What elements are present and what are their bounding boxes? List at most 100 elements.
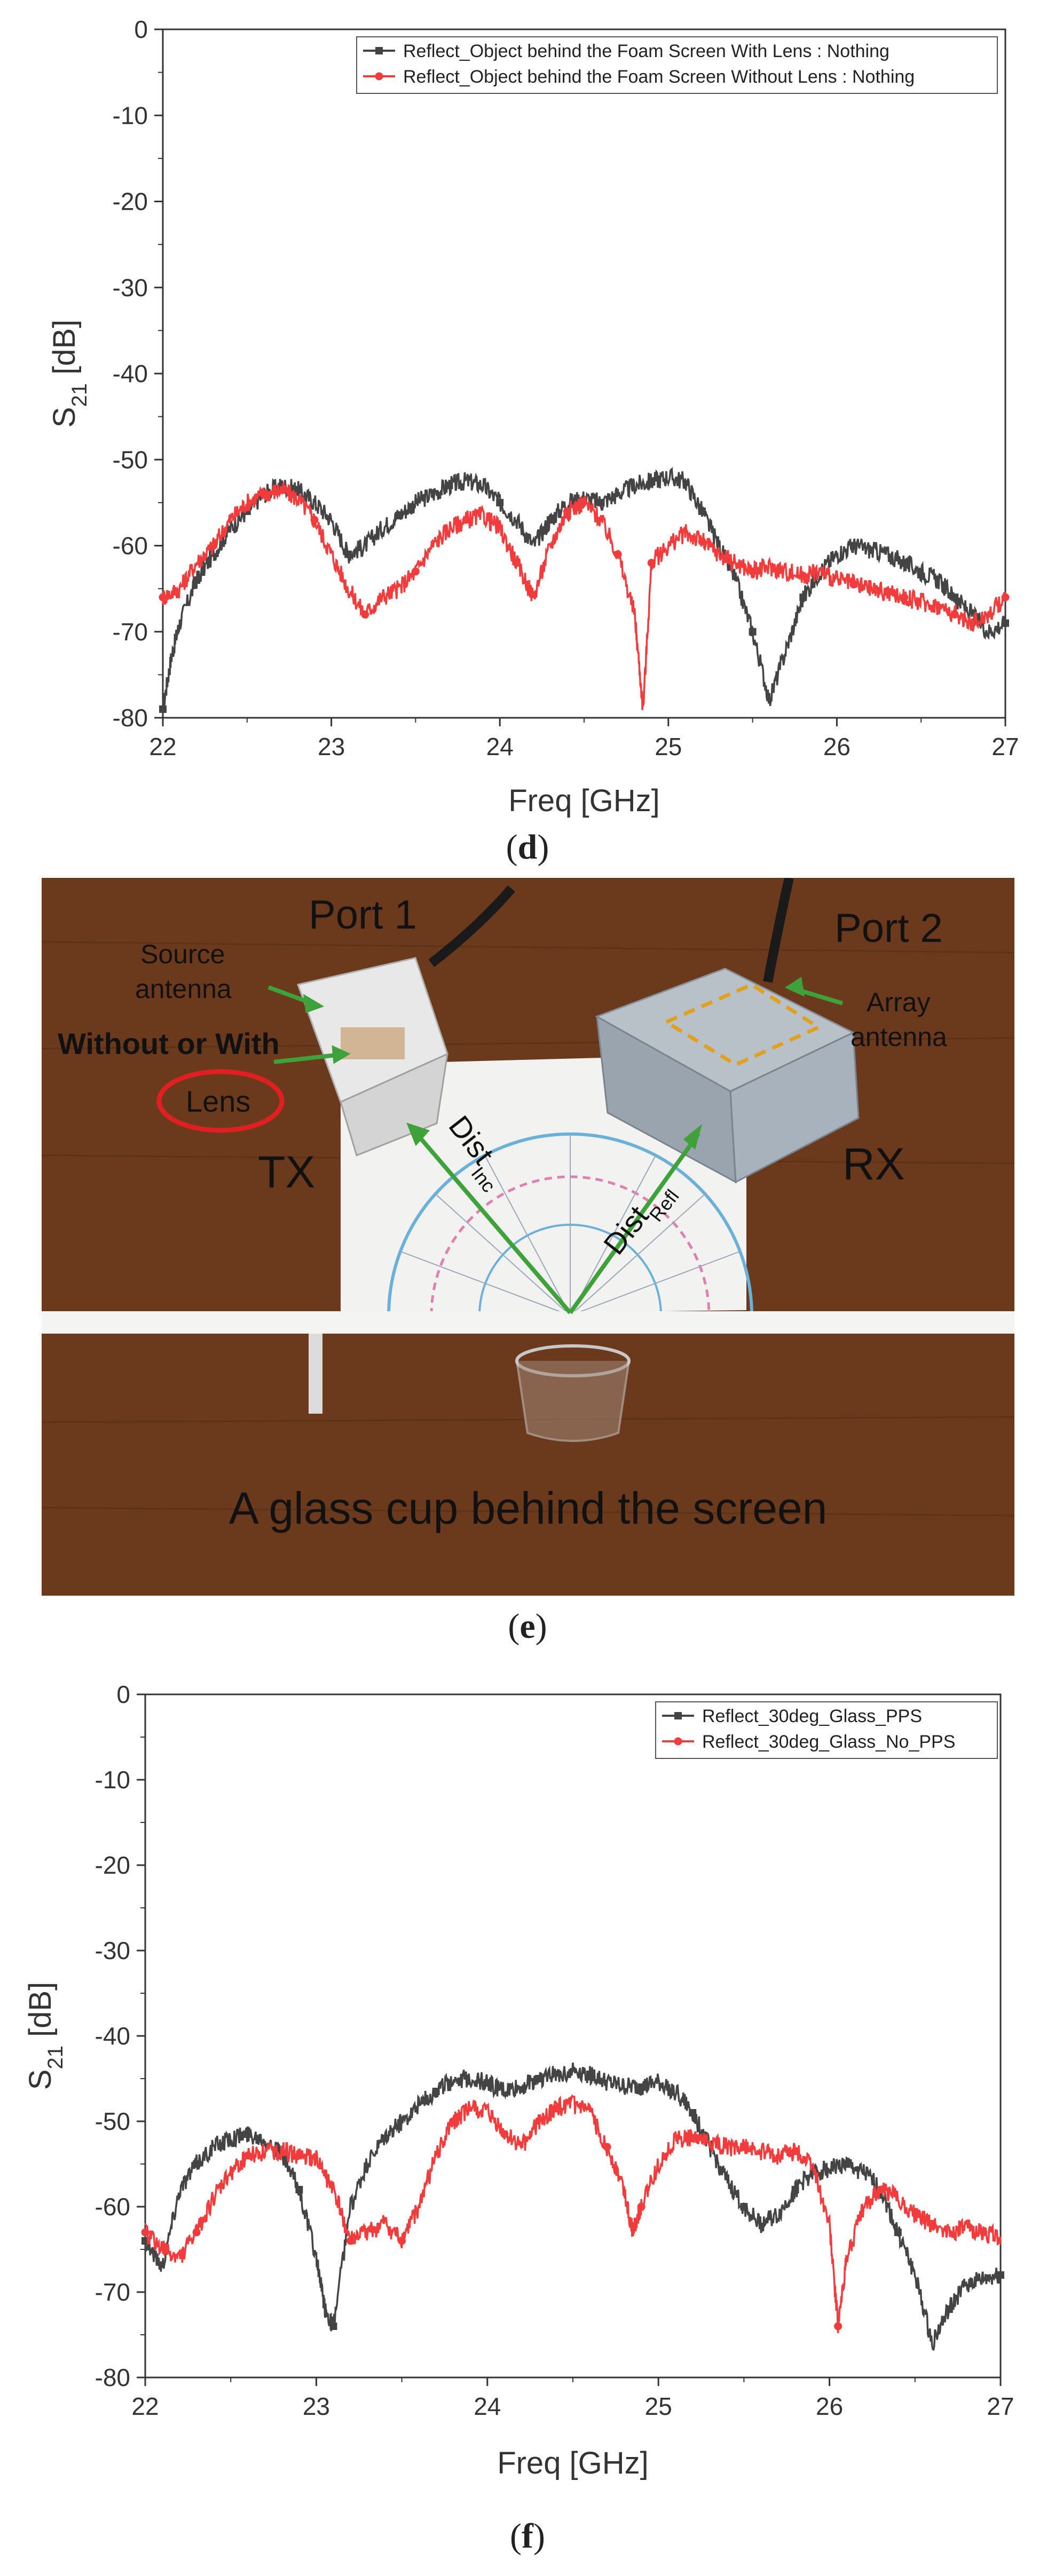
data-point-marker — [563, 507, 571, 516]
y-tick-label: -30 — [95, 1937, 130, 1964]
foam-screen — [42, 1311, 1014, 1334]
x-tick-label: 24 — [474, 2392, 501, 2420]
series-layer — [159, 467, 1010, 714]
data-point-marker — [445, 481, 453, 489]
legend-marker — [375, 47, 383, 54]
legend: Reflect_Object behind the Foam Screen Wi… — [356, 36, 998, 94]
data-point-marker — [361, 611, 369, 619]
data-point-marker — [483, 2079, 491, 2087]
data-point-marker — [928, 2220, 936, 2228]
x-axis-label: Freq [GHz] — [508, 783, 660, 818]
data-point-marker — [689, 2109, 697, 2117]
y-tick-label: -30 — [113, 274, 148, 302]
data-point-marker — [552, 2104, 560, 2113]
data-point-marker — [647, 559, 656, 567]
data-point-marker — [395, 512, 403, 520]
y-tick-label: -50 — [113, 446, 148, 473]
x-tick-label: 22 — [149, 733, 176, 760]
legend-label: Reflect_30deg_Glass_PPS — [702, 1706, 922, 1726]
data-point-marker — [749, 567, 757, 576]
x-tick-label: 26 — [816, 2392, 843, 2420]
port1-label: Port 1 — [309, 892, 417, 938]
series-line — [144, 2062, 1002, 2351]
plot-frame — [144, 1693, 1002, 2379]
series-line — [144, 2094, 1002, 2333]
data-point-marker — [381, 2135, 389, 2142]
panel-label-f: (f) — [510, 2517, 545, 2556]
data-point-marker — [791, 2186, 799, 2193]
lens-label: Lens — [186, 1084, 250, 1118]
data-point-marker — [951, 593, 959, 601]
data-point-marker — [259, 490, 268, 498]
x-tick-label: 23 — [303, 2392, 330, 2420]
data-point-marker — [193, 2160, 201, 2168]
data-point-marker — [613, 550, 622, 559]
x-axis-label: Freq [GHz] — [497, 2446, 649, 2480]
lens-highlight — [156, 1069, 285, 1133]
data-point-marker — [193, 576, 201, 584]
legend-marker — [674, 1737, 682, 1746]
data-point-marker — [834, 2322, 843, 2331]
data-point-marker — [546, 516, 554, 524]
data-point-marker — [950, 611, 959, 619]
data-point-marker — [597, 498, 605, 506]
data-point-marker — [496, 498, 504, 506]
legend-marker — [674, 1712, 682, 1719]
legend-marker — [375, 72, 383, 81]
x-tick-label: 23 — [318, 733, 345, 760]
data-point-marker — [637, 2202, 645, 2211]
data-point-marker — [603, 2143, 611, 2151]
data-point-marker — [344, 550, 352, 558]
data-point-marker — [1001, 593, 1010, 601]
y-tick-label: -20 — [113, 188, 148, 216]
data-point-marker — [462, 516, 470, 524]
data-point-marker — [295, 2151, 303, 2160]
data-point-marker — [637, 2083, 645, 2091]
data-point-marker — [294, 486, 302, 494]
data-point-marker — [310, 516, 319, 524]
source-antenna — [297, 957, 448, 1157]
y-axis-label: S21 [dB] — [47, 320, 91, 427]
data-point-marker — [849, 542, 857, 550]
source-antenna-label-1: Source — [140, 939, 225, 969]
legend-label: Reflect_Object behind the Foam Screen Wi… — [403, 67, 915, 87]
data-point-marker — [209, 542, 218, 550]
array-antenna-box — [595, 968, 860, 1184]
data-point-marker — [799, 593, 807, 601]
rx-label: RX — [843, 1139, 905, 1189]
data-point-marker — [1002, 619, 1009, 627]
port2-label: Port 2 — [834, 906, 943, 951]
data-point-marker — [900, 593, 909, 601]
data-point-marker — [243, 2151, 252, 2160]
data-point-marker — [740, 2203, 748, 2210]
data-point-marker — [688, 2134, 697, 2143]
legend-box — [655, 1701, 998, 1759]
series-layer — [141, 2062, 1004, 2351]
experiment-photo: Port 1 Port 2 Source antenna Without or … — [42, 878, 1014, 1596]
arrows — [267, 977, 844, 1314]
data-point-marker — [534, 2075, 542, 2082]
legend: Reflect_30deg_Glass_PPSReflect_30deg_Gla… — [655, 1701, 998, 1759]
data-point-marker — [411, 567, 420, 576]
data-point-marker — [586, 2071, 594, 2078]
data-point-marker — [432, 2088, 440, 2095]
y-tick-label: -60 — [113, 532, 148, 560]
x-tick-label: 27 — [987, 2392, 1014, 2420]
x-tick-label: 25 — [645, 2392, 672, 2420]
y-tick-label: 0 — [116, 1681, 130, 1708]
x-tick-label: 25 — [655, 733, 682, 760]
y-tick-label: -10 — [95, 1766, 130, 1794]
y-tick-label: -80 — [113, 704, 148, 732]
data-point-marker — [159, 705, 167, 713]
y-tick-label: -40 — [95, 2022, 130, 2050]
panel-label-d: (d) — [506, 828, 549, 867]
data-point-marker — [513, 559, 521, 567]
data-point-marker — [799, 572, 807, 580]
data-point-marker — [791, 2147, 800, 2155]
data-point-marker — [849, 580, 858, 589]
data-point-marker — [329, 2323, 337, 2330]
y-tick-label: -70 — [95, 2278, 130, 2306]
